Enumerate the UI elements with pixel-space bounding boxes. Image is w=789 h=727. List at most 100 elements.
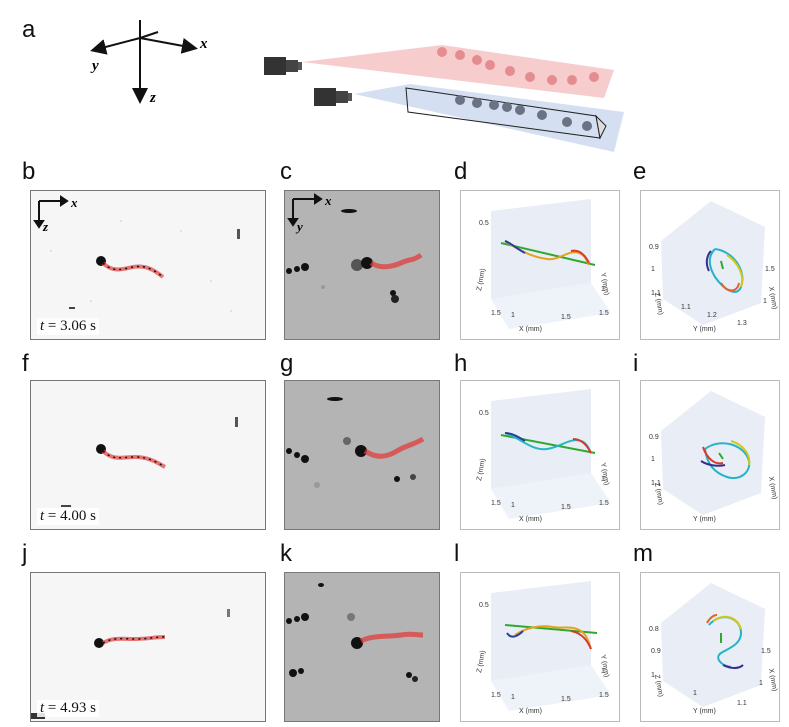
- plot-3d-d: 0.5 Z (mm) X (mm) Y (mm) 1.5 1 1.5 1 1.5: [460, 190, 620, 340]
- svg-text:Z (mm): Z (mm): [476, 650, 487, 673]
- svg-text:1.5: 1.5: [491, 310, 501, 317]
- panel-label-c: c: [280, 158, 292, 185]
- svg-text:1: 1: [601, 668, 605, 675]
- panel-label-d: d: [454, 158, 468, 185]
- svg-text:1.5: 1.5: [491, 500, 501, 507]
- plot-3d-h: 0.5 Z (mm) X (mm) Y (mm) 1.5 1 1.5 1 1.5: [460, 380, 620, 530]
- svg-text:Z (mm): Z (mm): [653, 292, 664, 315]
- z-tick: 0.5: [479, 220, 489, 227]
- y-axis-label: Y (mm): [599, 272, 610, 296]
- svg-text:1.5: 1.5: [599, 500, 609, 507]
- svg-text:1: 1: [601, 476, 605, 483]
- svg-text:X (mm): X (mm): [767, 668, 778, 692]
- svg-text:Z (mm): Z (mm): [653, 674, 664, 697]
- micrograph-side-view-j: t = 4.93 s: [30, 572, 266, 722]
- svg-text:0.9: 0.9: [649, 434, 659, 441]
- fiber-axis-line: [500, 242, 596, 266]
- svg-text:1.5: 1.5: [491, 692, 501, 699]
- axis-z-label: z: [42, 219, 49, 234]
- svg-text:X (mm): X (mm): [519, 516, 542, 523]
- triad-z-label: z: [149, 90, 156, 106]
- noise-speckle: [50, 220, 232, 312]
- svg-text:1.5: 1.5: [765, 266, 775, 273]
- svg-text:1.5: 1.5: [561, 504, 571, 511]
- svg-text:1.5: 1.5: [599, 692, 609, 699]
- plot-3d-e: 0.9 1 1.1 Z (mm) 1.1 1.2 1.3 Y (mm) 1.5 …: [640, 190, 780, 340]
- plot-3d-l: 0.5 Z (mm) X (mm) Y (mm) 1.5 1 1.5 1 1.5: [460, 572, 620, 722]
- fiber-head: [361, 257, 373, 269]
- svg-text:0.9: 0.9: [651, 648, 661, 655]
- svg-text:X (mm): X (mm): [767, 476, 778, 500]
- panel-label-m: m: [633, 540, 653, 567]
- fiber-trace: [369, 252, 423, 270]
- axis-x-label: x: [324, 193, 332, 208]
- svg-text:1.5: 1.5: [561, 314, 571, 321]
- svg-text:Y (mm): Y (mm): [693, 516, 716, 523]
- fiber-trace: [359, 631, 424, 644]
- svg-text:1.5: 1.5: [561, 696, 571, 703]
- svg-text:1: 1: [651, 456, 655, 463]
- panel-label-k: k: [280, 540, 292, 567]
- svg-text:X (mm): X (mm): [519, 708, 542, 715]
- micrograph-top-view-k: [284, 572, 440, 722]
- x-axis-label: X (mm): [519, 326, 542, 333]
- panel-label-f: f: [22, 350, 29, 377]
- plot-3d-m: 0.8 0.9 1 Z (mm) 1 1.1 Y (mm) 1.5 1 X (m…: [640, 572, 780, 722]
- micrograph-side-view-f: t = 4.00 s: [30, 380, 266, 530]
- svg-text:1.1: 1.1: [737, 700, 747, 707]
- triad-x-label: x: [199, 36, 208, 52]
- fiber-head: [94, 638, 104, 648]
- svg-text:1: 1: [511, 502, 515, 509]
- panel-label-j: j: [22, 540, 28, 567]
- svg-text:Y (mm): Y (mm): [599, 654, 610, 678]
- fiber-head: [351, 637, 363, 649]
- triad-y-label: y: [90, 58, 99, 74]
- svg-text:X (mm): X (mm): [767, 286, 778, 310]
- svg-text:1.2: 1.2: [707, 312, 717, 319]
- svg-text:0.5: 0.5: [479, 410, 489, 417]
- svg-text:0.9: 0.9: [649, 244, 659, 251]
- pink-particles: [437, 47, 599, 85]
- fiber-axis-glyph: [33, 195, 69, 229]
- svg-text:1: 1: [511, 694, 515, 701]
- fiber-head: [355, 445, 367, 457]
- svg-text:1.1: 1.1: [651, 480, 661, 487]
- micrograph-top-view-c: x y: [284, 190, 440, 340]
- plot-3d-i: 0.9 1 1.1 Z (mm) Y (mm) X (mm): [640, 380, 780, 530]
- svg-text:Z (mm): Z (mm): [476, 458, 487, 481]
- svg-text:1.1: 1.1: [681, 304, 691, 311]
- coordinate-triad: x y z: [90, 20, 208, 106]
- timestamp-b: t = 3.06 s: [37, 318, 99, 335]
- svg-text:Y (mm): Y (mm): [693, 326, 716, 333]
- panel-label-h: h: [454, 350, 468, 377]
- svg-text:Y (mm): Y (mm): [599, 462, 610, 486]
- svg-text:1.5: 1.5: [599, 310, 609, 317]
- svg-text:1: 1: [601, 286, 605, 293]
- fiber-trace: [101, 635, 166, 645]
- svg-text:1: 1: [693, 690, 697, 697]
- axis-y-label: y: [295, 219, 303, 234]
- pink-light-sheet: [302, 45, 614, 98]
- svg-text:1.1: 1.1: [651, 290, 661, 297]
- blue-light-sheet: [354, 84, 624, 152]
- timestamp-j: t = 4.93 s: [37, 700, 99, 717]
- camera-top-icon: [264, 57, 302, 75]
- micrograph-top-view-g: [284, 380, 440, 530]
- camera-bottom-icon: [314, 88, 352, 106]
- svg-text:1: 1: [511, 312, 515, 319]
- z-axis-label: Z (mm): [476, 268, 487, 291]
- svg-text:1: 1: [763, 298, 767, 305]
- svg-text:1: 1: [651, 672, 655, 679]
- timestamp-f: t = 4.00 s: [37, 508, 99, 525]
- fiber-trace: [101, 261, 165, 279]
- svg-text:1.5: 1.5: [761, 648, 771, 655]
- svg-text:0.8: 0.8: [649, 626, 659, 633]
- gray-particles: [455, 95, 592, 131]
- fiber-trace: [101, 449, 167, 469]
- panel-label-b: b: [22, 158, 36, 185]
- svg-text:1: 1: [759, 680, 763, 687]
- axis-x-label: x: [70, 195, 78, 210]
- panel-label-g: g: [280, 350, 294, 377]
- panel-label-l: l: [454, 540, 460, 567]
- panel-label-a: a: [22, 16, 36, 43]
